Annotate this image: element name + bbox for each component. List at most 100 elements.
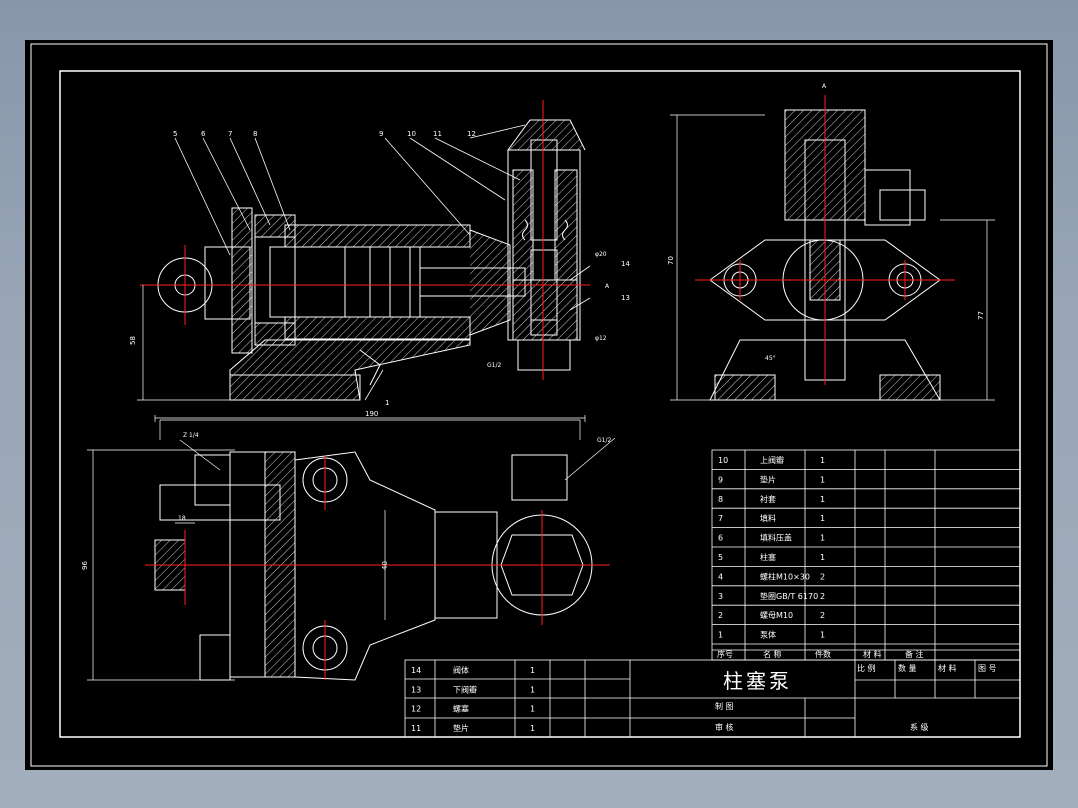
bom-name: 垫圈GB/T 6170: [760, 591, 818, 601]
bom-row: 8 衬套 1: [712, 494, 1020, 509]
svg-text:11: 11: [433, 130, 442, 138]
bom-no: 8: [718, 495, 723, 504]
svg-text:8: 8: [253, 130, 257, 138]
svg-text:备 注: 备 注: [905, 649, 924, 659]
svg-text:A: A: [822, 83, 827, 90]
svg-text:12: 12: [467, 130, 476, 138]
outer-border: [30, 43, 1048, 767]
bom-name: 衬套: [760, 494, 776, 504]
bom-qty: 2: [820, 611, 825, 620]
bom-no: 5: [718, 553, 723, 562]
bom-no: 3: [718, 592, 723, 601]
top-dimensions: [87, 419, 616, 681]
front-labels: 5 6 7 8 9 10 11 12 14 13 1 58 190 G1/2 φ…: [129, 130, 630, 418]
svg-text:序号: 序号: [717, 649, 733, 659]
svg-text:材 料: 材 料: [938, 663, 957, 673]
bom-no: 12: [411, 705, 421, 714]
svg-text:数 量: 数 量: [898, 663, 917, 673]
bom-no: 2: [718, 611, 723, 620]
title-block-text: 柱塞泵 比 例 数 量 材 料 图 号 制 图 审 核 系 级 序号 名 称 件…: [715, 649, 997, 732]
bom-name: 填料: [760, 513, 776, 523]
svg-text:制 图: 制 图: [715, 701, 734, 711]
svg-text:13: 13: [621, 294, 630, 302]
svg-text:10: 10: [407, 130, 416, 138]
bom-table-left: [405, 660, 630, 737]
front-dimensions: [137, 285, 586, 422]
svg-text:Z 1/4: Z 1/4: [183, 432, 199, 439]
bom-no: 10: [718, 456, 728, 465]
svg-text:G1/2: G1/2: [487, 362, 501, 369]
bom-name: 上阀瓣: [760, 455, 784, 465]
bom-name: 螺塞: [453, 704, 469, 714]
svg-text:70: 70: [667, 256, 675, 265]
svg-text:5: 5: [173, 130, 177, 138]
bom-name: 填料压盖: [760, 533, 792, 543]
top-centerlines: [145, 455, 610, 680]
svg-text:φ12: φ12: [595, 335, 607, 342]
bom-no: 11: [411, 724, 421, 733]
bom-name: 垫片: [760, 474, 776, 484]
bom-name: 螺柱M10×30: [760, 571, 810, 581]
bom-no: 1: [718, 631, 723, 640]
svg-text:190: 190: [365, 410, 378, 418]
bom-no: 7: [718, 514, 723, 523]
bom-name: 下阀瓣: [453, 684, 477, 694]
bom-qty: 2: [820, 572, 825, 581]
drawing-title: 柱塞泵: [723, 669, 792, 693]
svg-text:比 例: 比 例: [857, 663, 876, 673]
bom-qty: 1: [530, 724, 535, 733]
svg-text:φ20: φ20: [595, 251, 607, 258]
bom-no: 14: [411, 666, 421, 675]
bom-row: 7 填料 1: [712, 513, 1020, 529]
svg-text:审 核: 审 核: [715, 722, 734, 732]
side-labels: A 70 77 45°: [667, 83, 985, 362]
leader-lines: [174, 124, 591, 401]
bom-no: 13: [411, 685, 421, 694]
svg-text:件数: 件数: [815, 649, 831, 659]
svg-text:40: 40: [381, 561, 389, 570]
bom-qty: 2: [820, 592, 825, 601]
svg-text:图 号: 图 号: [978, 664, 997, 673]
top-labels: 96 40 18 Z 1/4 G1/2: [81, 432, 611, 570]
bom-table-right: [711, 449, 1021, 661]
svg-text:名 称: 名 称: [763, 649, 782, 659]
front-section-view: [157, 119, 586, 401]
bom-qty: 1: [820, 495, 825, 504]
svg-text:58: 58: [129, 336, 137, 345]
bom-row: 4 螺柱M10×30 2: [712, 571, 1020, 587]
svg-text:G1/2: G1/2: [597, 437, 611, 444]
side-dimensions: [670, 114, 995, 401]
drawing-sheet: 5 6 7 8 9 10 11 12 14 13 1 58 190 G1/2 φ…: [25, 40, 1053, 770]
bom-qty: 1: [820, 475, 825, 484]
pump-assembly-drawing: 5 6 7 8 9 10 11 12 14 13 1 58 190 G1/2 φ…: [30, 43, 1048, 767]
svg-text:9: 9: [379, 130, 383, 138]
top-view: [154, 451, 593, 681]
side-centerlines: [695, 95, 955, 385]
bom-qty: 1: [820, 631, 825, 640]
title-block: [404, 649, 1021, 738]
bom-qty: 1: [820, 553, 825, 562]
svg-text:14: 14: [621, 260, 630, 268]
svg-text:96: 96: [81, 561, 89, 570]
bom-qty: 1: [820, 514, 825, 523]
svg-text:1: 1: [385, 399, 389, 407]
bom-qty: 1: [530, 685, 535, 694]
svg-text:系 级: 系 级: [910, 722, 929, 732]
bom-name: 垫片: [453, 723, 469, 733]
bom-row: 11 垫片 1: [411, 723, 535, 733]
bom-no: 4: [718, 572, 723, 581]
bom-name: 泵体: [760, 630, 776, 640]
bom-row: 13 下阀瓣 1: [411, 684, 535, 694]
svg-text:A: A: [605, 283, 610, 290]
inner-border: [59, 70, 1021, 738]
bom-name: 柱塞: [760, 552, 776, 562]
front-centerlines: [140, 100, 590, 380]
